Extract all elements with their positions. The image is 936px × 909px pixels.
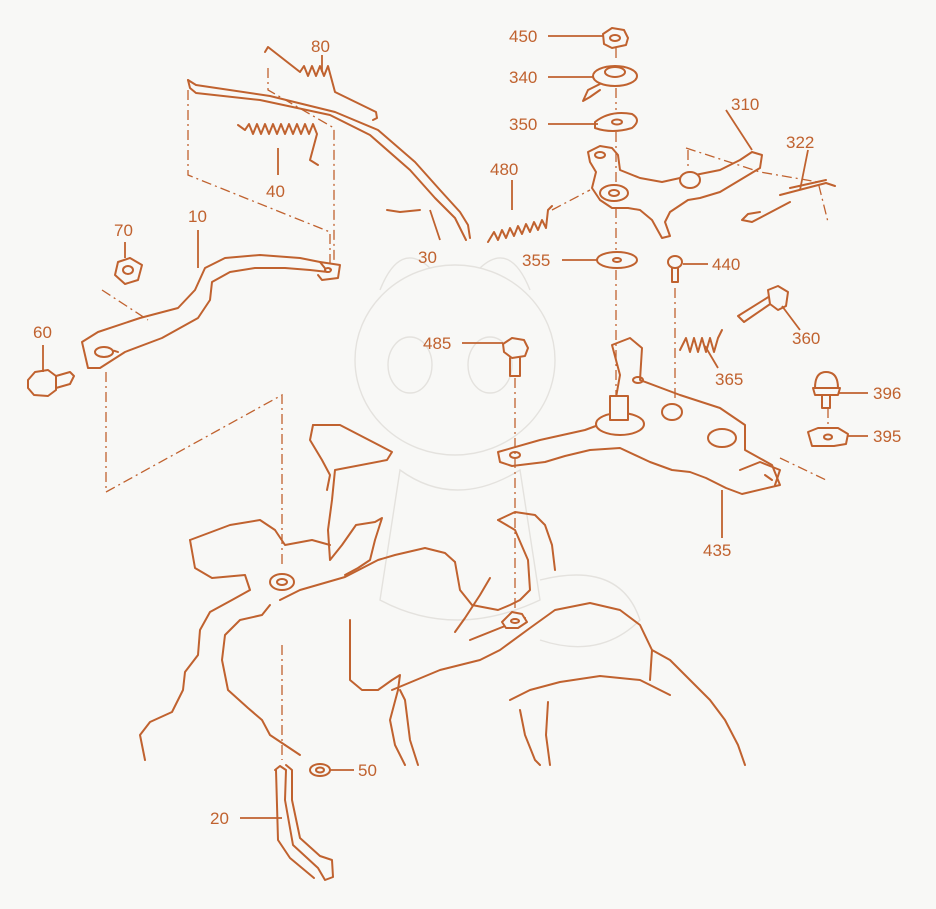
part-485-bolt bbox=[502, 337, 529, 377]
label-310: 310 bbox=[731, 95, 759, 114]
part-50-clip bbox=[309, 763, 331, 777]
part-310-lever bbox=[587, 145, 763, 239]
label-70: 70 bbox=[114, 221, 133, 240]
part-480-spring bbox=[487, 205, 553, 243]
engine-bosses bbox=[269, 573, 528, 629]
part-70-nut bbox=[114, 257, 143, 285]
label-40: 40 bbox=[266, 182, 285, 201]
label-435: 435 bbox=[703, 541, 731, 560]
part-360-bolt bbox=[737, 285, 789, 323]
label-395: 395 bbox=[873, 427, 901, 446]
label-480: 480 bbox=[490, 160, 518, 179]
part-340-bushing bbox=[582, 65, 638, 102]
engine-body-outline bbox=[139, 424, 746, 766]
part-80-spring bbox=[264, 46, 378, 121]
label-360: 360 bbox=[792, 329, 820, 348]
label-30: 30 bbox=[418, 248, 437, 267]
label-440: 440 bbox=[712, 255, 740, 274]
part-365-spring bbox=[679, 329, 723, 353]
label-322: 322 bbox=[786, 133, 814, 152]
assembly-centerlines bbox=[101, 48, 829, 760]
part-60-bolt bbox=[27, 369, 75, 397]
callouts: 450 340 350 310 322 480 355 440 360 365 … bbox=[33, 27, 901, 828]
label-450: 450 bbox=[509, 27, 537, 46]
part-322-rod bbox=[741, 179, 836, 223]
label-60: 60 bbox=[33, 323, 52, 342]
part-20-rod bbox=[274, 764, 334, 881]
dragon-watermark bbox=[354, 257, 641, 648]
label-50: 50 bbox=[358, 761, 377, 780]
part-40-spring bbox=[237, 123, 319, 166]
label-350: 350 bbox=[509, 115, 537, 134]
part-350-washer bbox=[594, 112, 638, 132]
label-340: 340 bbox=[509, 68, 537, 87]
label-485: 485 bbox=[423, 334, 451, 353]
part-395-clip bbox=[807, 427, 849, 447]
part-10-lever bbox=[81, 254, 341, 369]
label-396: 396 bbox=[873, 384, 901, 403]
label-355: 355 bbox=[522, 251, 550, 270]
label-20: 20 bbox=[210, 809, 229, 828]
part-440-screw bbox=[667, 255, 683, 283]
part-450-nut bbox=[602, 27, 629, 49]
part-396-screw bbox=[812, 371, 841, 409]
label-365: 365 bbox=[715, 370, 743, 389]
label-10: 10 bbox=[188, 207, 207, 226]
part-30-rod bbox=[187, 79, 471, 241]
part-355-washer bbox=[596, 251, 638, 269]
part-435-plate bbox=[497, 337, 781, 495]
label-80: 80 bbox=[311, 37, 330, 56]
